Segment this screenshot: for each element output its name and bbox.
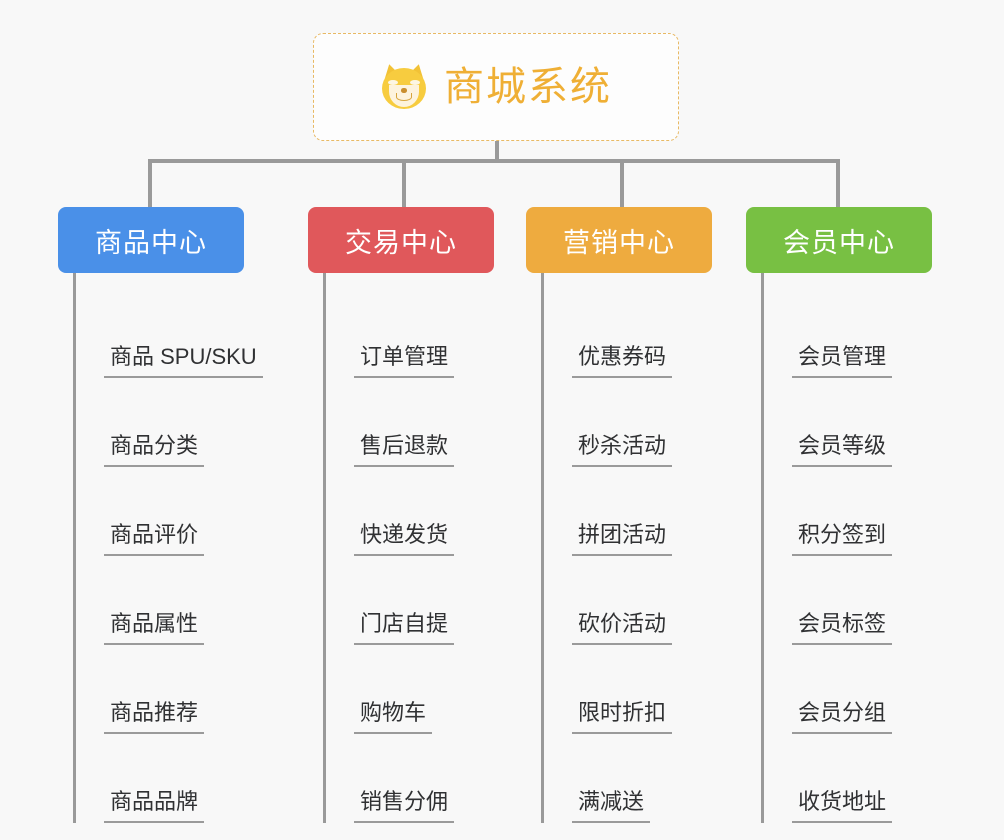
category-label: 会员中心	[783, 227, 895, 258]
item-list: 订单管理 售后退款 快递发货 门店自提 购物车 销售分佣	[323, 273, 553, 823]
category-box-marketing-center[interactable]: 营销中心	[526, 207, 712, 273]
category-box-product-center[interactable]: 商品中心	[58, 207, 244, 273]
item-label: 限时折扣	[572, 700, 673, 734]
column-rail	[73, 273, 76, 823]
item-label: 商品分类	[104, 433, 205, 467]
category-label: 商品中心	[95, 227, 207, 258]
list-item[interactable]: 会员等级	[761, 378, 991, 467]
column-rail	[541, 273, 544, 823]
list-item[interactable]: 销售分佣	[323, 734, 553, 823]
column-member-center: 会员管理 会员等级 积分签到 会员标签 会员分组 收货地址	[761, 273, 991, 823]
item-label: 满减送	[572, 789, 651, 823]
list-item[interactable]: 商品属性	[73, 556, 303, 645]
list-item[interactable]: 商品分类	[73, 378, 303, 467]
list-item[interactable]: 收货地址	[761, 734, 991, 823]
connector-drop-2	[402, 159, 406, 208]
list-item[interactable]: 砍价活动	[541, 556, 771, 645]
list-item[interactable]: 优惠券码	[541, 289, 771, 378]
list-item[interactable]: 商品品牌	[73, 734, 303, 823]
column-rail	[323, 273, 326, 823]
item-label: 会员管理	[792, 344, 893, 378]
dog-eye-left-icon	[388, 80, 398, 85]
item-label: 销售分佣	[354, 789, 455, 823]
category-label: 营销中心	[563, 227, 675, 258]
category-label: 交易中心	[345, 227, 457, 258]
root-title: 商城系统	[444, 65, 612, 109]
item-list: 会员管理 会员等级 积分签到 会员标签 会员分组 收货地址	[761, 273, 991, 823]
list-item[interactable]: 售后退款	[323, 378, 553, 467]
item-label: 商品 SPU/SKU	[104, 344, 263, 378]
list-item[interactable]: 门店自提	[323, 556, 553, 645]
item-label: 商品推荐	[104, 700, 205, 734]
item-label: 会员标签	[792, 611, 893, 645]
item-list: 优惠券码 秒杀活动 拼团活动 砍价活动 限时折扣 满减送	[541, 273, 771, 823]
connector-bus	[148, 159, 838, 163]
list-item[interactable]: 拼团活动	[541, 467, 771, 556]
item-label: 积分签到	[792, 522, 893, 556]
item-label: 商品品牌	[104, 789, 205, 823]
item-label: 商品评价	[104, 522, 205, 556]
list-item[interactable]: 秒杀活动	[541, 378, 771, 467]
item-label: 拼团活动	[572, 522, 673, 556]
item-label: 优惠券码	[572, 344, 673, 378]
column-marketing-center: 优惠券码 秒杀活动 拼团活动 砍价活动 限时折扣 满减送	[541, 273, 771, 823]
item-label: 砍价活动	[572, 611, 673, 645]
column-trade-center: 订单管理 售后退款 快递发货 门店自提 购物车 销售分佣	[323, 273, 553, 823]
dog-mouth-icon	[396, 93, 412, 101]
item-label: 售后退款	[354, 433, 455, 467]
list-item[interactable]: 商品 SPU/SKU	[73, 289, 303, 378]
item-label: 门店自提	[354, 611, 455, 645]
item-label: 秒杀活动	[572, 433, 673, 467]
item-label: 商品属性	[104, 611, 205, 645]
connector-drop-3	[620, 159, 624, 208]
list-item[interactable]: 满减送	[541, 734, 771, 823]
dog-eye-right-icon	[410, 80, 420, 85]
list-item[interactable]: 快递发货	[323, 467, 553, 556]
column-product-center: 商品 SPU/SKU 商品分类 商品评价 商品属性 商品推荐 商品品牌	[73, 273, 303, 823]
item-label: 快递发货	[354, 522, 455, 556]
root-node[interactable]: 商城系统	[313, 33, 679, 141]
list-item[interactable]: 商品推荐	[73, 645, 303, 734]
list-item[interactable]: 限时折扣	[541, 645, 771, 734]
list-item[interactable]: 购物车	[323, 645, 553, 734]
connector-drop-1	[148, 159, 152, 208]
item-label: 会员等级	[792, 433, 893, 467]
list-item[interactable]: 会员标签	[761, 556, 991, 645]
item-label: 购物车	[354, 700, 433, 734]
dog-nose-icon	[401, 88, 407, 93]
list-item[interactable]: 商品评价	[73, 467, 303, 556]
item-label: 订单管理	[354, 344, 455, 378]
shiba-dog-icon	[380, 62, 428, 111]
item-label: 收货地址	[792, 789, 893, 823]
connector-drop-4	[836, 159, 840, 208]
category-box-trade-center[interactable]: 交易中心	[308, 207, 494, 273]
list-item[interactable]: 会员管理	[761, 289, 991, 378]
list-item[interactable]: 会员分组	[761, 645, 991, 734]
list-item[interactable]: 积分签到	[761, 467, 991, 556]
column-rail	[761, 273, 764, 823]
item-list: 商品 SPU/SKU 商品分类 商品评价 商品属性 商品推荐 商品品牌	[73, 273, 303, 823]
item-label: 会员分组	[792, 700, 893, 734]
list-item[interactable]: 订单管理	[323, 289, 553, 378]
category-box-member-center[interactable]: 会员中心	[746, 207, 932, 273]
connector-stem	[495, 141, 499, 162]
